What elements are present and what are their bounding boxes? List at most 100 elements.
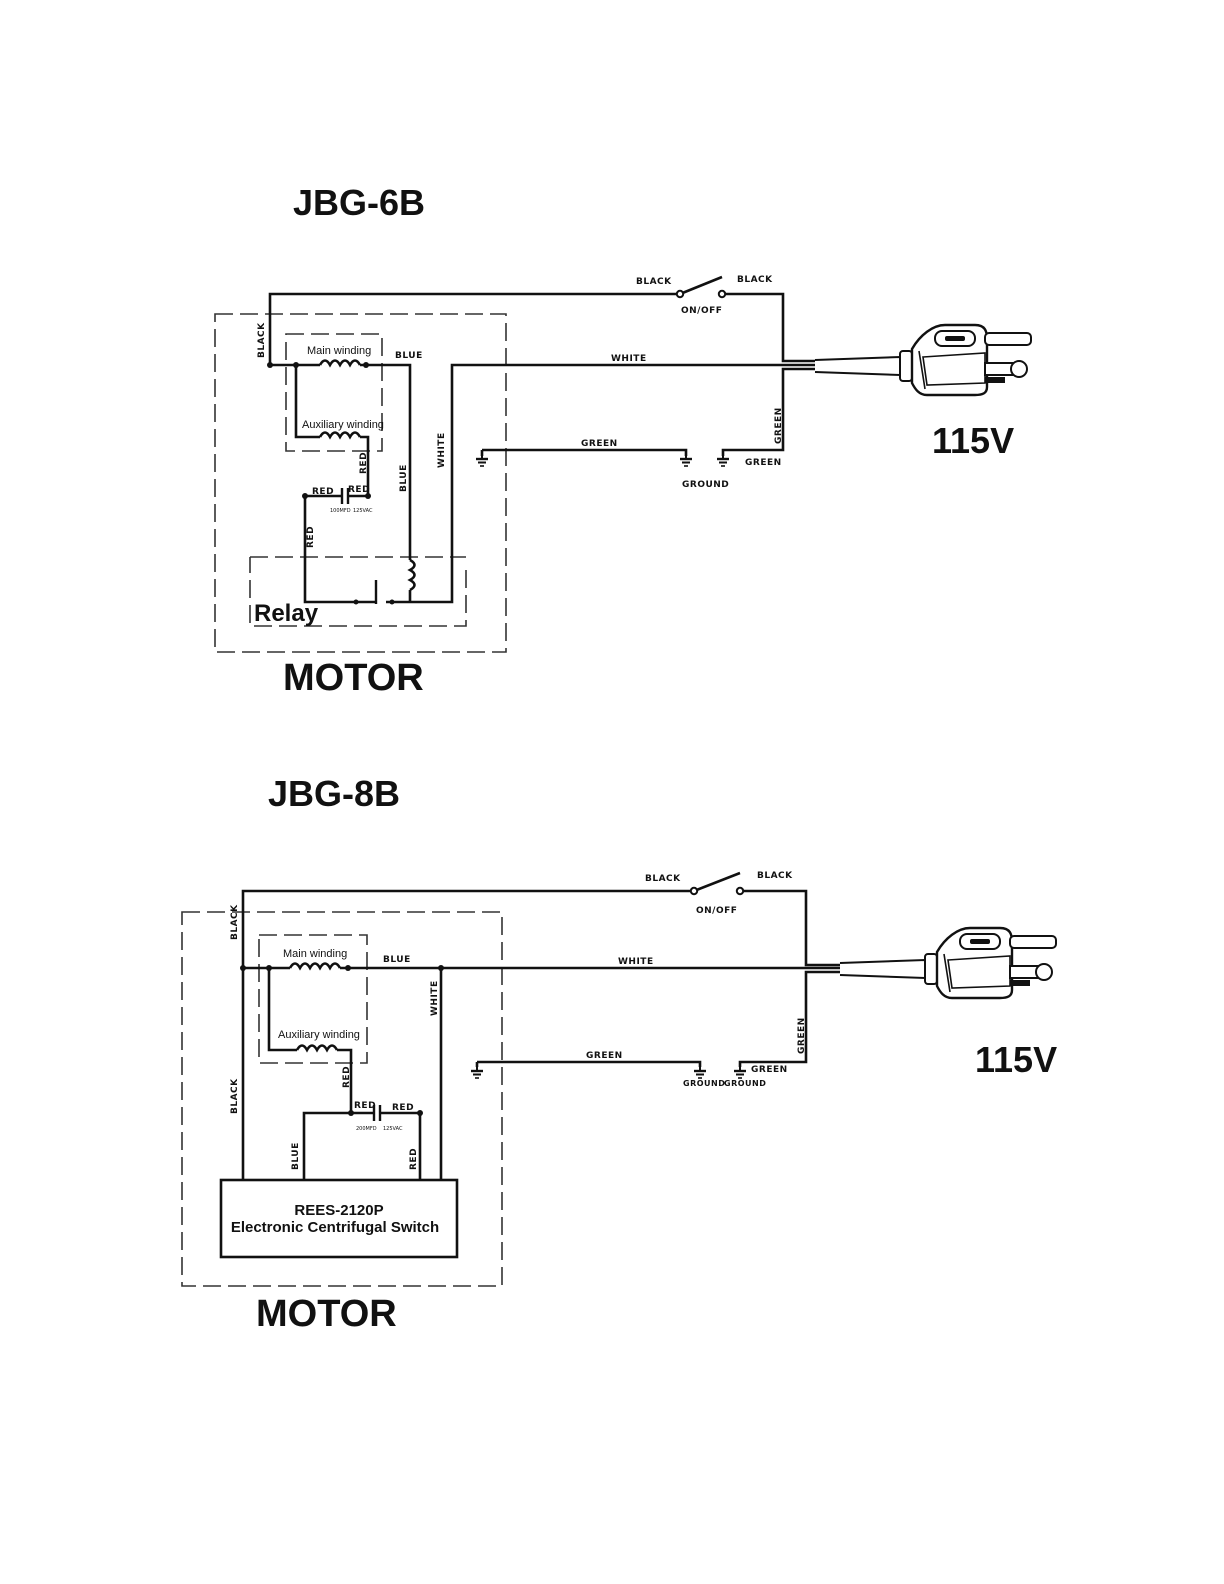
aux-winding-coil [318,431,362,440]
switch-box-name: Electronic Centrifugal Switch [231,1219,439,1236]
wire-green-plug [738,970,840,1067]
switch-box-model: REES-2120P [294,1202,383,1219]
junction-dot [417,1110,423,1116]
junction-dot [353,599,359,605]
switch-terminal-left [675,289,685,299]
wire-blue-switch [302,1111,374,1180]
centrifugal-switch-box [219,1178,459,1259]
label-black-down: BLACK [230,1078,240,1114]
title-jbg-8b: JBG-8B [268,773,400,814]
relay-outline [249,556,467,627]
ground-symbol [692,1064,708,1080]
junction-dot [345,965,351,971]
plug-icon [838,926,1058,1000]
winding-outline [285,333,383,452]
motor-housing-outline [214,313,507,653]
label-green-vertical: GREEN [774,407,784,444]
wire-aux-in [267,968,297,1052]
label-red-vertical: RED [342,1066,352,1088]
label-red-down: RED [306,526,316,548]
label-green: GREEN [586,1051,623,1061]
label-white: WHITE [618,957,654,967]
label-red-left: RED [354,1101,376,1111]
label-green-vertical: GREEN [797,1017,807,1054]
label-aux-winding: Auxiliary winding [278,1029,360,1041]
label-black-top: BLACK [230,904,240,940]
ground-symbol [474,452,490,468]
switch-terminal-right [735,886,745,896]
wire-red-aux [360,435,370,496]
wire-red-cap-left [303,494,356,604]
label-black-left: BLACK [645,874,681,884]
label-white: WHITE [611,354,647,364]
wire-black-motor [268,292,680,365]
main-winding-coil [288,962,342,971]
label-voltage: 115V [932,420,1014,461]
label-ground-1: GROUND [683,1079,725,1088]
junction-dot [240,965,246,971]
label-onoff: ON/OFF [681,306,722,316]
label-red-right: RED [348,485,370,495]
label-black-right: BLACK [757,871,793,881]
label-cap-value: 100MFD [330,508,351,514]
label-main-winding: Main winding [283,948,347,960]
label-green-plug: GREEN [751,1065,788,1075]
wire-aux-in [294,365,320,439]
aux-winding-coil [295,1044,339,1053]
label-blue: BLUE [383,955,411,965]
label-relay: Relay [254,600,319,627]
winding-outline [258,934,368,1064]
label-main-winding: Main winding [307,345,371,357]
plug-icon [813,323,1033,397]
motor-housing-outline [181,911,503,1287]
ground-symbol [715,452,731,468]
ground-symbol [678,452,694,468]
label-green: GREEN [581,439,618,449]
label-black-motor: BLACK [257,322,267,358]
label-ground: GROUND [682,480,729,490]
wire-blue [360,363,412,560]
label-red-vertical: RED [359,452,369,474]
label-blue-down: BLUE [291,1142,301,1170]
wire-black-motor [241,889,694,1180]
label-green-plug: GREEN [745,458,782,468]
label-motor: MOTOR [283,657,424,699]
label-onoff: ON/OFF [696,906,737,916]
label-white-vertical: WHITE [437,432,447,468]
wire-green-ground [477,1060,702,1067]
diagram-jbg-6b: JBG-6B [214,182,1033,699]
label-black-right: BLACK [737,275,773,285]
onoff-switch-lever [679,275,723,296]
ground-symbol [732,1064,748,1080]
label-cap-value: 200MFD [356,1126,377,1132]
junction-dot [267,362,273,368]
label-aux-winding: Auxiliary winding [302,419,384,431]
ground-symbol [469,1064,485,1080]
wire-black-plug [722,292,815,363]
label-blue: BLUE [395,351,423,361]
label-ground-2: GROUND [724,1079,766,1088]
switch-terminal-right [717,289,727,299]
relay-coil [407,558,416,602]
label-red-left: RED [312,487,334,497]
junction-dot [363,362,369,368]
switch-terminal-left [689,886,699,896]
junction-dot [348,1110,354,1116]
junction-dot [389,599,395,605]
label-red-right: RED [392,1103,414,1113]
junction-dot [302,493,308,499]
label-cap-voltage: 125VAC [353,508,373,514]
title-jbg-6b: JBG-6B [293,182,425,223]
wire-white [410,363,815,604]
label-black-left: BLACK [636,277,672,287]
label-voltage: 115V [975,1039,1057,1080]
wire-black-plug [740,889,840,967]
diagram-jbg-8b: JBG-8B REES-2120P Electronic Centrifugal… [181,773,1058,1335]
wire-green-ground [482,448,688,456]
wire-red-aux [337,1048,353,1113]
label-motor: MOTOR [256,1293,397,1335]
onoff-switch-lever [693,871,741,893]
label-red-down: RED [409,1148,419,1170]
junction-dot [365,493,371,499]
